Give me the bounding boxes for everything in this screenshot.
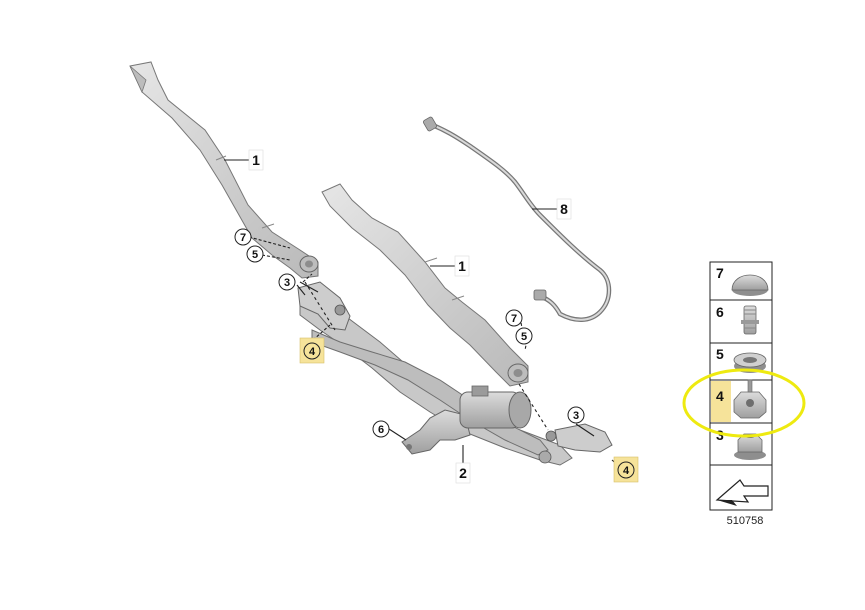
svg-text:3: 3 bbox=[716, 427, 724, 443]
legend-row-6: 6 bbox=[716, 304, 759, 335]
legend-row-7: 7 bbox=[716, 265, 769, 296]
cap-cover-icon bbox=[731, 274, 769, 296]
callout-hose: 8 bbox=[556, 198, 572, 220]
diagram-number: 510758 bbox=[727, 515, 764, 527]
hardware-legend: 7 6 5 bbox=[709, 261, 773, 527]
svg-text:3: 3 bbox=[284, 277, 290, 289]
svg-text:7: 7 bbox=[511, 313, 517, 325]
svg-text:2: 2 bbox=[459, 465, 467, 481]
direction-arrow-icon bbox=[715, 479, 769, 506]
washer-hose bbox=[423, 116, 612, 322]
callout-bracket: 6 bbox=[372, 420, 390, 438]
svg-text:1: 1 bbox=[252, 152, 260, 168]
wiper-arm-left bbox=[129, 61, 319, 279]
wiper-linkage bbox=[297, 281, 613, 466]
callout-nut-left: 4 bbox=[299, 337, 325, 364]
wiper-arm-right bbox=[321, 183, 529, 387]
svg-text:4: 4 bbox=[623, 465, 630, 477]
svg-text:7: 7 bbox=[240, 232, 246, 244]
wiper-motor bbox=[459, 385, 532, 429]
callout-washer-right: 5 bbox=[515, 327, 533, 345]
callout-cover-right: 7 bbox=[505, 309, 523, 327]
svg-text:5: 5 bbox=[252, 249, 258, 261]
highlight-ring bbox=[682, 368, 806, 438]
svg-text:7: 7 bbox=[716, 265, 724, 281]
callout-linkage: 2 bbox=[455, 462, 471, 484]
callout-cap-right: 3 bbox=[567, 406, 585, 424]
callout-cap-left: 3 bbox=[278, 273, 296, 291]
callout-washer-left: 5 bbox=[246, 245, 264, 263]
legend-row-4: 4 bbox=[711, 379, 767, 422]
svg-text:1: 1 bbox=[458, 258, 466, 274]
svg-text:3: 3 bbox=[573, 410, 579, 422]
svg-text:4: 4 bbox=[309, 346, 316, 358]
svg-text:6: 6 bbox=[378, 424, 384, 436]
callout-cover-left: 7 bbox=[234, 228, 252, 246]
hex-nut-icon bbox=[733, 379, 767, 419]
svg-text:5: 5 bbox=[521, 331, 527, 343]
callout-arm-right: 1 bbox=[454, 255, 470, 277]
svg-text:8: 8 bbox=[560, 201, 568, 217]
callout-nut-right: 4 bbox=[613, 456, 639, 483]
svg-text:4: 4 bbox=[716, 388, 724, 404]
callout-arm-left: 1 bbox=[248, 149, 264, 171]
stud-bolt-icon bbox=[741, 305, 759, 335]
svg-text:5: 5 bbox=[716, 346, 724, 362]
svg-text:6: 6 bbox=[716, 304, 724, 320]
